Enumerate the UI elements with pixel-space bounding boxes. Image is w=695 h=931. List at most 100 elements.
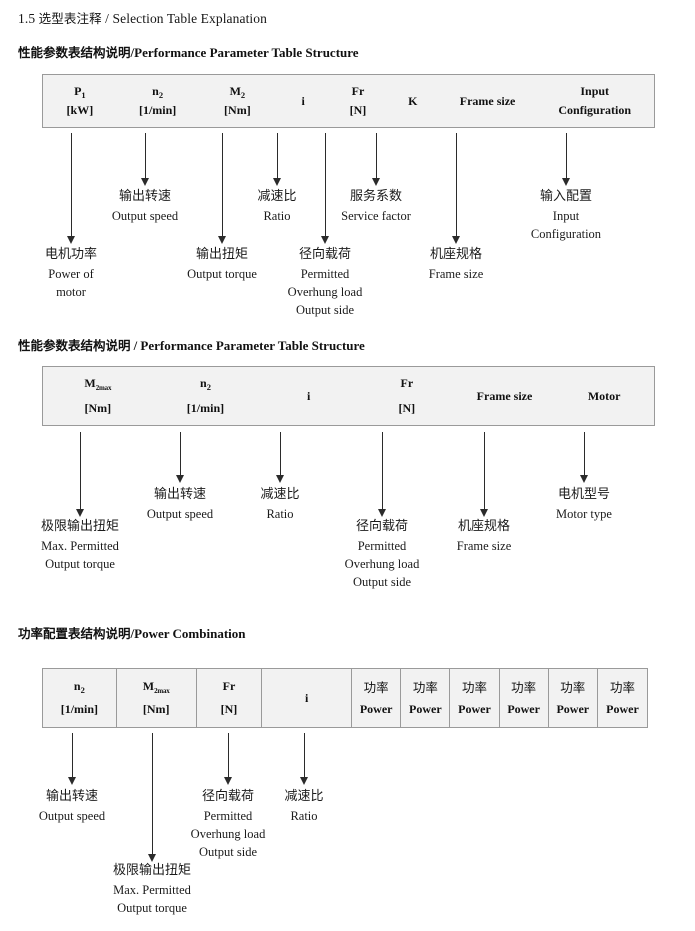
table2-col-m2max: M2max [Nm] — [43, 367, 153, 425]
annotation-max-output-torque-2: 极限输出扭矩 Max. Permitted Output torque — [41, 518, 119, 573]
arrow-output-torque — [218, 133, 226, 244]
table3-col-power-4: 功率 Power — [500, 669, 549, 727]
annotation-service-factor-cn: 服务系数 — [349, 189, 403, 204]
section-title-en: Selection Table Explanation — [112, 11, 267, 26]
arrow-max-output-torque-3 — [148, 733, 156, 862]
table3-col-m2max: M2max [Nm] — [117, 669, 197, 727]
annotation-frame-size-2-cn: 机座规格 — [457, 519, 510, 534]
annotation-ratio-2: 减速比 Ratio — [260, 486, 299, 523]
annotation-overhung-load-1-en-1: Permitted — [300, 266, 350, 281]
section-number: 1.5 — [18, 11, 36, 26]
annotation-ratio-1-en: Ratio — [263, 208, 291, 223]
annotation-ratio-3: 减速比 Ratio — [284, 788, 323, 825]
table2-col-fr-symbol: Fr — [400, 376, 414, 391]
annotation-power-of-motor-en-2: motor — [56, 284, 86, 299]
annotation-output-speed-3: 输出转速 Output speed — [39, 788, 105, 825]
table2-col-frame-size: Frame size — [455, 367, 555, 425]
annotation-output-speed-1-en: Output speed — [111, 208, 179, 223]
annotation-overhung-load-2-en-1: Permitted — [357, 538, 407, 553]
arrow-ratio-2 — [276, 432, 284, 483]
annotation-overhung-load-3-en-2: Overhung load — [190, 826, 266, 841]
annotation-overhung-load-1-en-3: Output side — [296, 303, 354, 318]
table3-col-power-6-en: Power — [606, 701, 639, 716]
arrow-output-speed-2 — [176, 432, 184, 483]
annotation-ratio-1: 减速比 Ratio — [257, 188, 296, 225]
table3-col-m2max-unit: [Nm] — [142, 702, 170, 716]
table1-col-m2-symbol: M2 — [229, 84, 246, 100]
table2-col-m2max-symbol: M2max — [84, 376, 112, 392]
annotation-max-output-torque-3: 极限输出扭矩 Max. Permitted Output torque — [113, 862, 191, 917]
block-2-heading-cn: 性能参数表结构说明 — [18, 338, 131, 353]
arrow-overhung-load-1 — [321, 133, 329, 244]
arrow-input-configuration — [562, 133, 570, 186]
block-2-heading-en: Performance Parameter Table Structure — [140, 338, 365, 353]
annotation-overhung-load-3-cn: 径向载荷 — [201, 789, 255, 804]
table1-col-n2: n2 [1/min] — [117, 75, 199, 127]
table3-col-power-1-en: Power — [359, 701, 393, 716]
block-2-heading: 性能参数表结构说明 / Performance Parameter Table … — [18, 335, 365, 354]
arrow-motor-type — [580, 432, 588, 483]
annotation-motor-type: 电机型号 Motor type — [556, 486, 612, 523]
table1-col-i: i — [276, 75, 330, 127]
arrow-power-of-motor — [67, 133, 75, 244]
annotation-service-factor: 服务系数 Service factor — [341, 188, 411, 225]
annotation-max-output-torque-2-cn: 极限输出扭矩 — [40, 519, 120, 534]
annotation-frame-size-2: 机座规格 Frame size — [457, 518, 512, 555]
annotation-ratio-2-cn: 减速比 — [260, 487, 300, 502]
annotation-frame-size-1-en: Frame size — [428, 266, 484, 281]
arrow-output-speed-1 — [141, 133, 149, 186]
table2-col-motor: Motor — [554, 367, 654, 425]
table2-col-fr-unit: [N] — [398, 401, 416, 415]
table2-col-fr: Fr [N] — [359, 367, 455, 425]
table3-col-power-5-cn: 功率 — [560, 679, 586, 695]
annotation-frame-size-2-en: Frame size — [456, 538, 512, 553]
annotation-output-torque-en: Output torque — [187, 266, 257, 281]
performance-parameter-table-2: M2max [Nm] n2 [1/min] i Fr [N] Frame siz… — [42, 366, 655, 426]
annotation-ratio-1-cn: 减速比 — [257, 189, 297, 204]
table3-col-power-3-en: Power — [458, 701, 491, 716]
table3-col-m2max-symbol: M2max — [142, 679, 170, 695]
arrow-overhung-load-2 — [378, 432, 386, 517]
table1-col-k-symbol: K — [408, 93, 418, 108]
block-1-heading: 性能参数表结构说明/Performance Parameter Table St… — [18, 42, 359, 61]
block-2-heading-sep: / — [133, 338, 138, 353]
annotation-power-of-motor-cn: 电机功率 — [44, 247, 98, 262]
block-3-heading-en: Power Combination — [134, 626, 246, 641]
arrow-ratio-3 — [300, 733, 308, 785]
annotation-max-output-torque-3-en-1: Max. Permitted — [113, 882, 191, 897]
annotation-frame-size-1-cn: 机座规格 — [429, 247, 482, 262]
annotation-overhung-load-3-en-3: Output side — [199, 845, 257, 860]
arrow-ratio-1 — [273, 133, 281, 186]
table3-col-power-2-en: Power — [409, 701, 442, 716]
annotation-input-configuration-en-1: Input — [552, 208, 580, 223]
table3-col-n2: n2 [1/min] — [43, 669, 117, 727]
table1-col-fr-symbol: Fr — [351, 84, 365, 99]
annotation-power-of-motor: 电机功率 Power of motor — [45, 246, 97, 301]
table2-col-frame-size-label: Frame size — [476, 388, 533, 403]
table3-col-fr: Fr [N] — [197, 669, 263, 727]
table1-col-k: K — [386, 75, 440, 127]
table3-col-i: i — [262, 669, 353, 727]
annotation-output-torque: 输出扭矩 Output torque — [187, 246, 257, 283]
table2-col-n2-unit: [1/min] — [186, 401, 225, 415]
block-1-heading-cn: 性能参数表结构说明 — [18, 45, 131, 60]
table3-col-power-6: 功率 Power — [598, 669, 647, 727]
annotation-ratio-3-cn: 减速比 — [284, 789, 324, 804]
table3-col-power-3: 功率 Power — [450, 669, 500, 727]
table1-col-n2-unit: [1/min] — [138, 103, 177, 117]
table2-col-n2-symbol: n2 — [200, 376, 211, 392]
table3-col-i-symbol: i — [305, 690, 309, 705]
table3-col-power-2-cn: 功率 — [412, 679, 438, 695]
annotation-ratio-3-en: Ratio — [290, 808, 318, 823]
annotation-overhung-load-1: 径向载荷 Permitted Overhung load Output side — [288, 246, 363, 319]
table1-col-input-configuration-line2: Configuration — [558, 103, 632, 117]
annotation-max-output-torque-3-en-2: Output torque — [117, 900, 187, 915]
table3-col-power-5: 功率 Power — [549, 669, 598, 727]
annotation-output-speed-2: 输出转速 Output speed — [147, 486, 213, 523]
annotation-output-speed-3-cn: 输出转速 — [45, 789, 98, 804]
annotation-service-factor-en: Service factor — [341, 208, 411, 223]
block-3-heading: 功率配置表结构说明/Power Combination — [18, 623, 246, 642]
arrow-max-output-torque-2 — [76, 432, 84, 517]
table1-col-fr: Fr [N] — [330, 75, 386, 127]
table1-col-m2-unit: [Nm] — [224, 103, 251, 117]
